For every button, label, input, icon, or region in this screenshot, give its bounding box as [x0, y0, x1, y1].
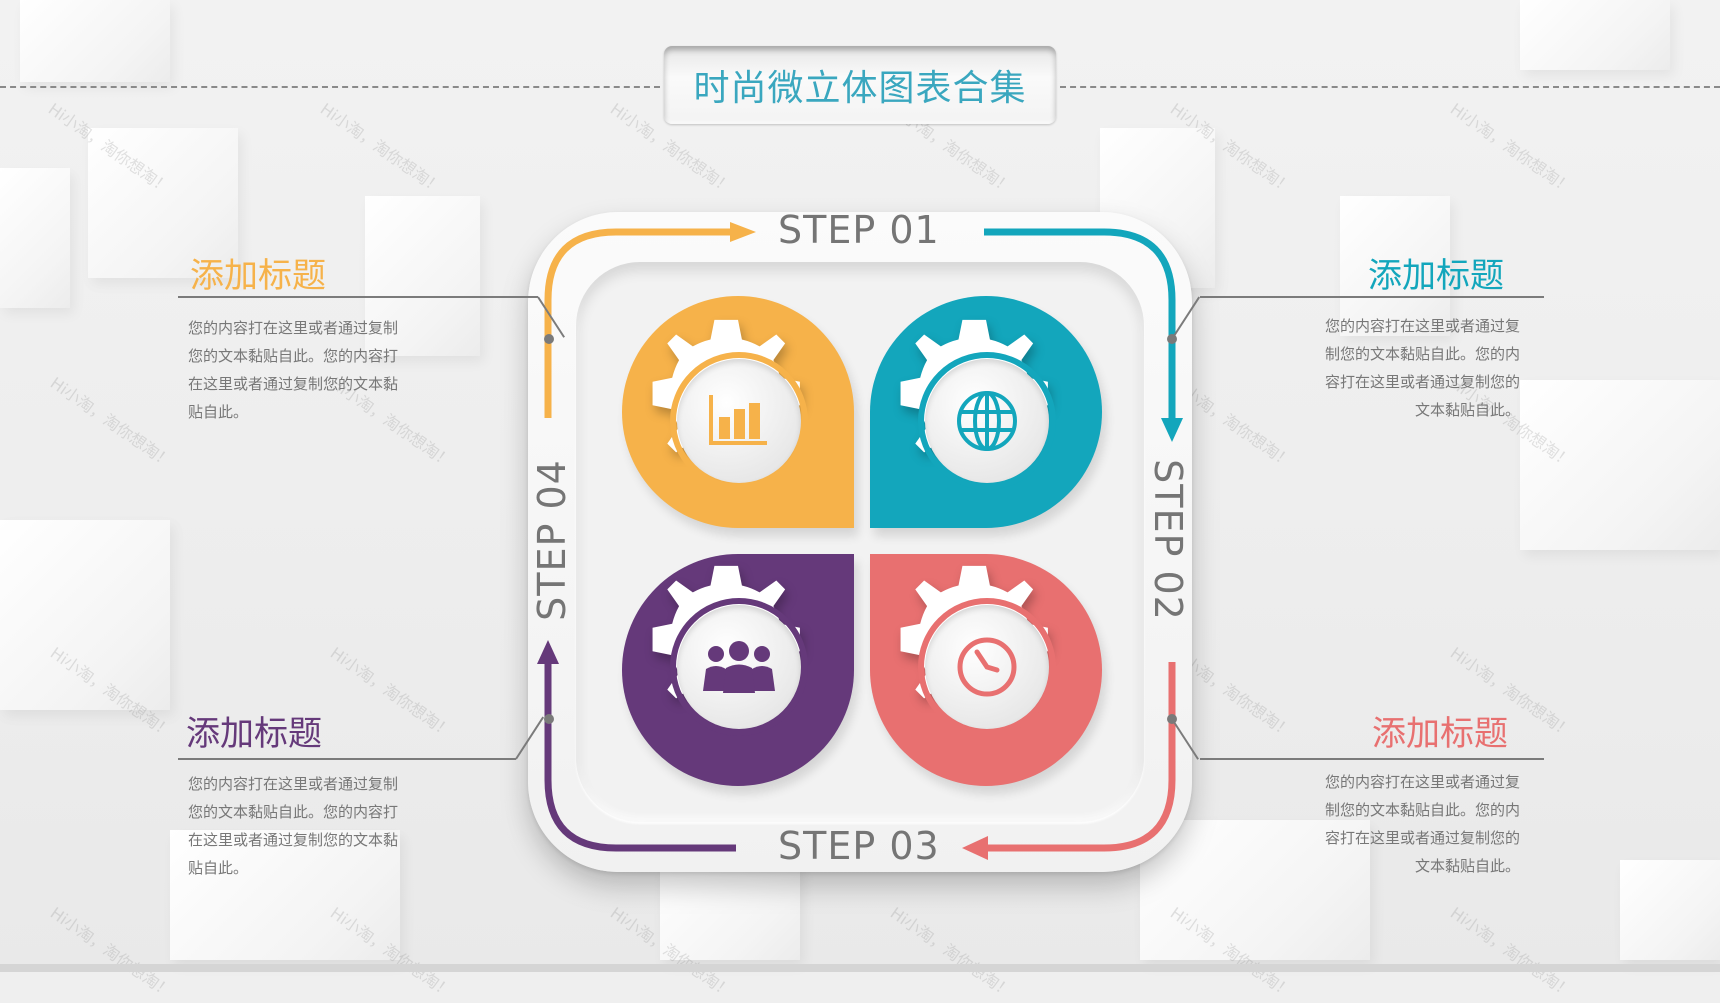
callout-br-title: 添加标题	[1372, 714, 1508, 754]
step1-hub	[677, 359, 801, 483]
body-line: 文本黏贴自此。	[1414, 401, 1520, 419]
callout-br-dot	[1167, 714, 1177, 724]
bar-chart-icon	[709, 395, 767, 445]
body-line: 容打在这里或者通过复制您的	[1324, 373, 1520, 391]
bg-tile	[1620, 860, 1720, 960]
callout-bl-rule	[178, 758, 516, 760]
callout-tr-title: 添加标题	[1368, 256, 1504, 296]
clock-icon	[957, 637, 1017, 697]
globe-icon	[957, 391, 1017, 451]
step1-hub-ring	[670, 352, 808, 490]
body-line: 文本黏贴自此。	[1414, 857, 1520, 875]
body-line: 容打在这里或者通过复制您的	[1324, 829, 1520, 847]
callout-tr-rule	[1200, 296, 1544, 298]
body-line: 您的内容打在这里或者通过复制	[188, 319, 399, 337]
callout-tl-title: 添加标题	[190, 256, 326, 296]
step2-hub	[925, 359, 1049, 483]
body-line: 您的内容打在这里或者通过复制	[188, 775, 399, 793]
body-line: 在这里或者通过复制您的文本黏	[188, 375, 399, 393]
bottom-strip	[0, 964, 1720, 972]
header-divider-left	[0, 86, 660, 88]
bg-tile	[1520, 0, 1670, 70]
callout-bl-dot	[544, 714, 554, 724]
bg-tile	[0, 520, 170, 710]
step4-hub	[677, 605, 801, 729]
header-divider-right	[1060, 86, 1720, 88]
callout-bl-title: 添加标题	[186, 714, 322, 754]
step4-label: STEP 04	[530, 459, 574, 621]
step1-label: STEP 01	[778, 208, 940, 252]
body-line: 您的文本黏贴自此。您的内容打	[188, 803, 399, 821]
bg-tile	[0, 168, 70, 308]
step3-hub	[925, 605, 1049, 729]
bg-tile	[365, 196, 480, 356]
callout-tl-rule	[178, 296, 538, 298]
body-line: 制您的文本黏贴自此。您的内	[1324, 801, 1520, 819]
callout-tl-body: 您的内容打在这里或者通过复制 您的文本黏贴自此。您的内容打 在这里或者通过复制您…	[188, 314, 448, 426]
title-plate: 时尚微立体图表合集	[664, 46, 1056, 124]
bg-tile	[1140, 820, 1370, 960]
callout-br-rule	[1200, 758, 1544, 760]
step2-label: STEP 02	[1146, 459, 1190, 621]
bg-tile	[660, 860, 800, 960]
callout-tr-dot	[1167, 334, 1177, 344]
bg-tile	[170, 830, 400, 960]
callout-tl-dot	[544, 334, 554, 344]
step3-label: STEP 03	[778, 824, 940, 868]
team-icon	[703, 641, 775, 693]
callout-br-body: 您的内容打在这里或者通过复 制您的文本黏贴自此。您的内 容打在这里或者通过复制您…	[1260, 768, 1520, 880]
bg-tile	[88, 128, 238, 278]
bg-tile	[1340, 196, 1450, 336]
body-line: 您的内容打在这里或者通过复	[1324, 773, 1520, 791]
callout-tr-body: 您的内容打在这里或者通过复 制您的文本黏贴自此。您的内 容打在这里或者通过复制您…	[1260, 312, 1520, 424]
body-line: 您的内容打在这里或者通过复	[1324, 317, 1520, 335]
body-line: 在这里或者通过复制您的文本黏	[188, 831, 399, 849]
body-line: 贴自此。	[188, 859, 249, 877]
callout-bl-body: 您的内容打在这里或者通过复制 您的文本黏贴自此。您的内容打 在这里或者通过复制您…	[188, 770, 448, 882]
page-title: 时尚微立体图表合集	[693, 68, 1027, 109]
body-line: 贴自此。	[188, 403, 249, 421]
bg-tile	[20, 0, 170, 82]
body-line: 制您的文本黏贴自此。您的内	[1324, 345, 1520, 363]
body-line: 您的文本黏贴自此。您的内容打	[188, 347, 399, 365]
bg-tile	[1520, 380, 1720, 550]
